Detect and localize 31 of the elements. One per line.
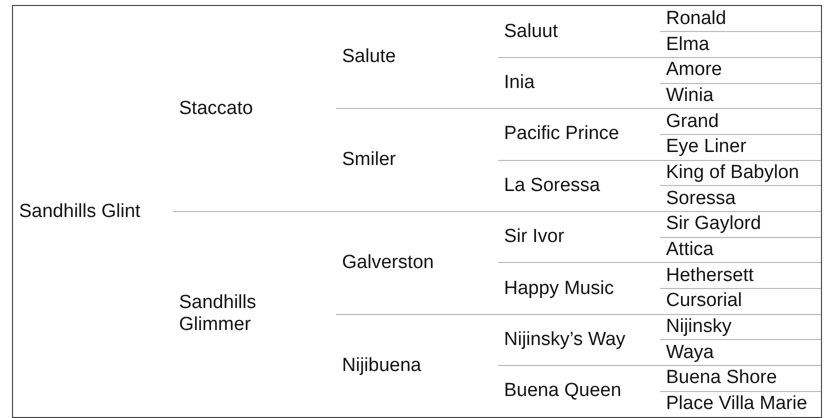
horse-name: Sir Gaylord [666, 213, 762, 234]
horse-name: Sandhills Glint [19, 200, 140, 222]
horse-name: Nijibuena [342, 354, 422, 376]
horse-name: Pacific Prince [504, 123, 620, 144]
horse-name: Nijinsky [666, 316, 732, 338]
horse-name: Salute [342, 46, 396, 68]
horse-name: Buena Queen [504, 380, 622, 402]
horse-name: Waya [666, 342, 714, 363]
horse-name: Elma [666, 34, 710, 55]
horse-name: King of Babylon [666, 162, 800, 183]
horse-name: Grand [666, 110, 719, 132]
horse-name: Hethersett [666, 264, 754, 286]
horse-name: Staccato [179, 98, 253, 119]
horse-name: Sir Ivor [504, 226, 564, 248]
horse-name: Buena Shore [666, 367, 777, 388]
horse-name: Inia [504, 72, 535, 94]
horse-name: Happy Music [504, 278, 614, 299]
horse-name: Winia [666, 84, 714, 106]
horse-name: Cursorial [666, 290, 742, 312]
horse-name: Place Villa Marie [666, 393, 808, 414]
horse-name: Soressa [666, 188, 736, 209]
horse-name: Smiler [342, 149, 396, 170]
horse-name: La Soressa [504, 174, 600, 196]
horse-name: Sandhills Glimmer [179, 292, 256, 336]
horse-name: Amore [666, 59, 722, 80]
horse-name: Galverston [342, 252, 434, 273]
horse-name: Ronald [666, 8, 726, 29]
horse-name: Nijinsky’s Way [504, 328, 626, 350]
horse-name: Saluut [504, 20, 558, 42]
horse-name: Attica [666, 239, 714, 260]
horse-name: Eye Liner [666, 136, 746, 158]
